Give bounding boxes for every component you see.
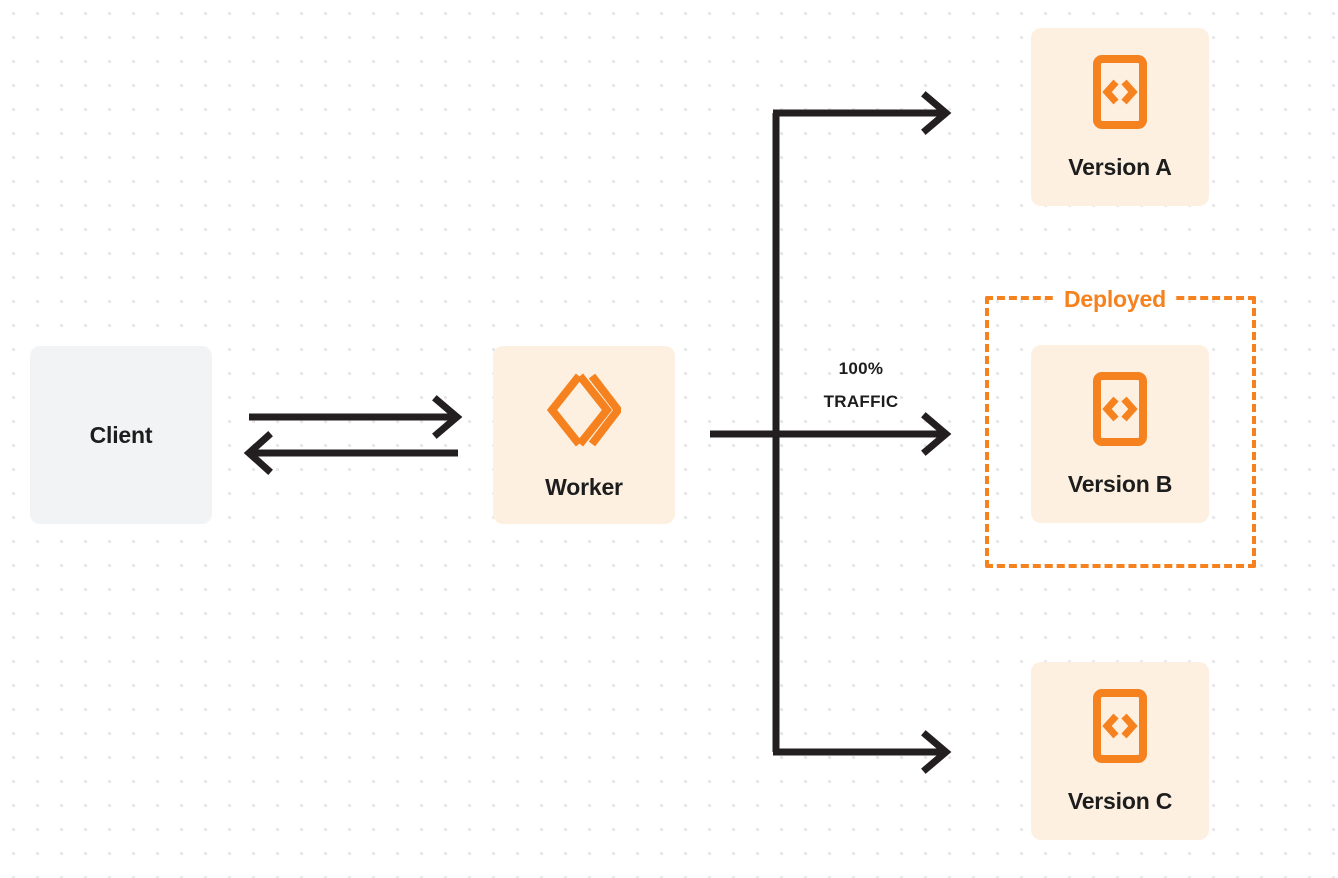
node-version-b[interactable]: Version B [1031,345,1209,523]
edge-branch-version-b [776,412,952,456]
node-version-c[interactable]: Version C [1031,662,1209,840]
node-client-label: Client [89,421,153,448]
traffic-label: 100% TRAFFIC [790,352,932,418]
node-version-a[interactable]: Version A [1031,28,1209,206]
traffic-word: TRAFFIC [823,392,899,412]
edge-branch-version-a [773,91,952,135]
node-worker[interactable]: Worker [493,346,675,524]
edge-worker-to-client [243,431,458,475]
deployed-frame-label: Deployed [1054,288,1176,311]
node-version-b-label: Version B [1067,471,1173,497]
edge-worker-to-versions [710,91,952,774]
edge-branch-version-c [773,730,952,774]
node-worker-label: Worker [545,474,623,500]
code-brackets-icon [1092,689,1148,768]
code-brackets-icon [1092,55,1148,134]
node-client[interactable]: Client [30,346,212,524]
traffic-percent: 100% [838,359,884,378]
cloudflare-workers-logo-icon [546,371,624,454]
code-brackets-icon [1092,372,1148,451]
node-version-c-label: Version C [1067,788,1173,814]
node-version-a-label: Version A [1068,154,1172,180]
edge-client-to-worker [249,395,463,439]
